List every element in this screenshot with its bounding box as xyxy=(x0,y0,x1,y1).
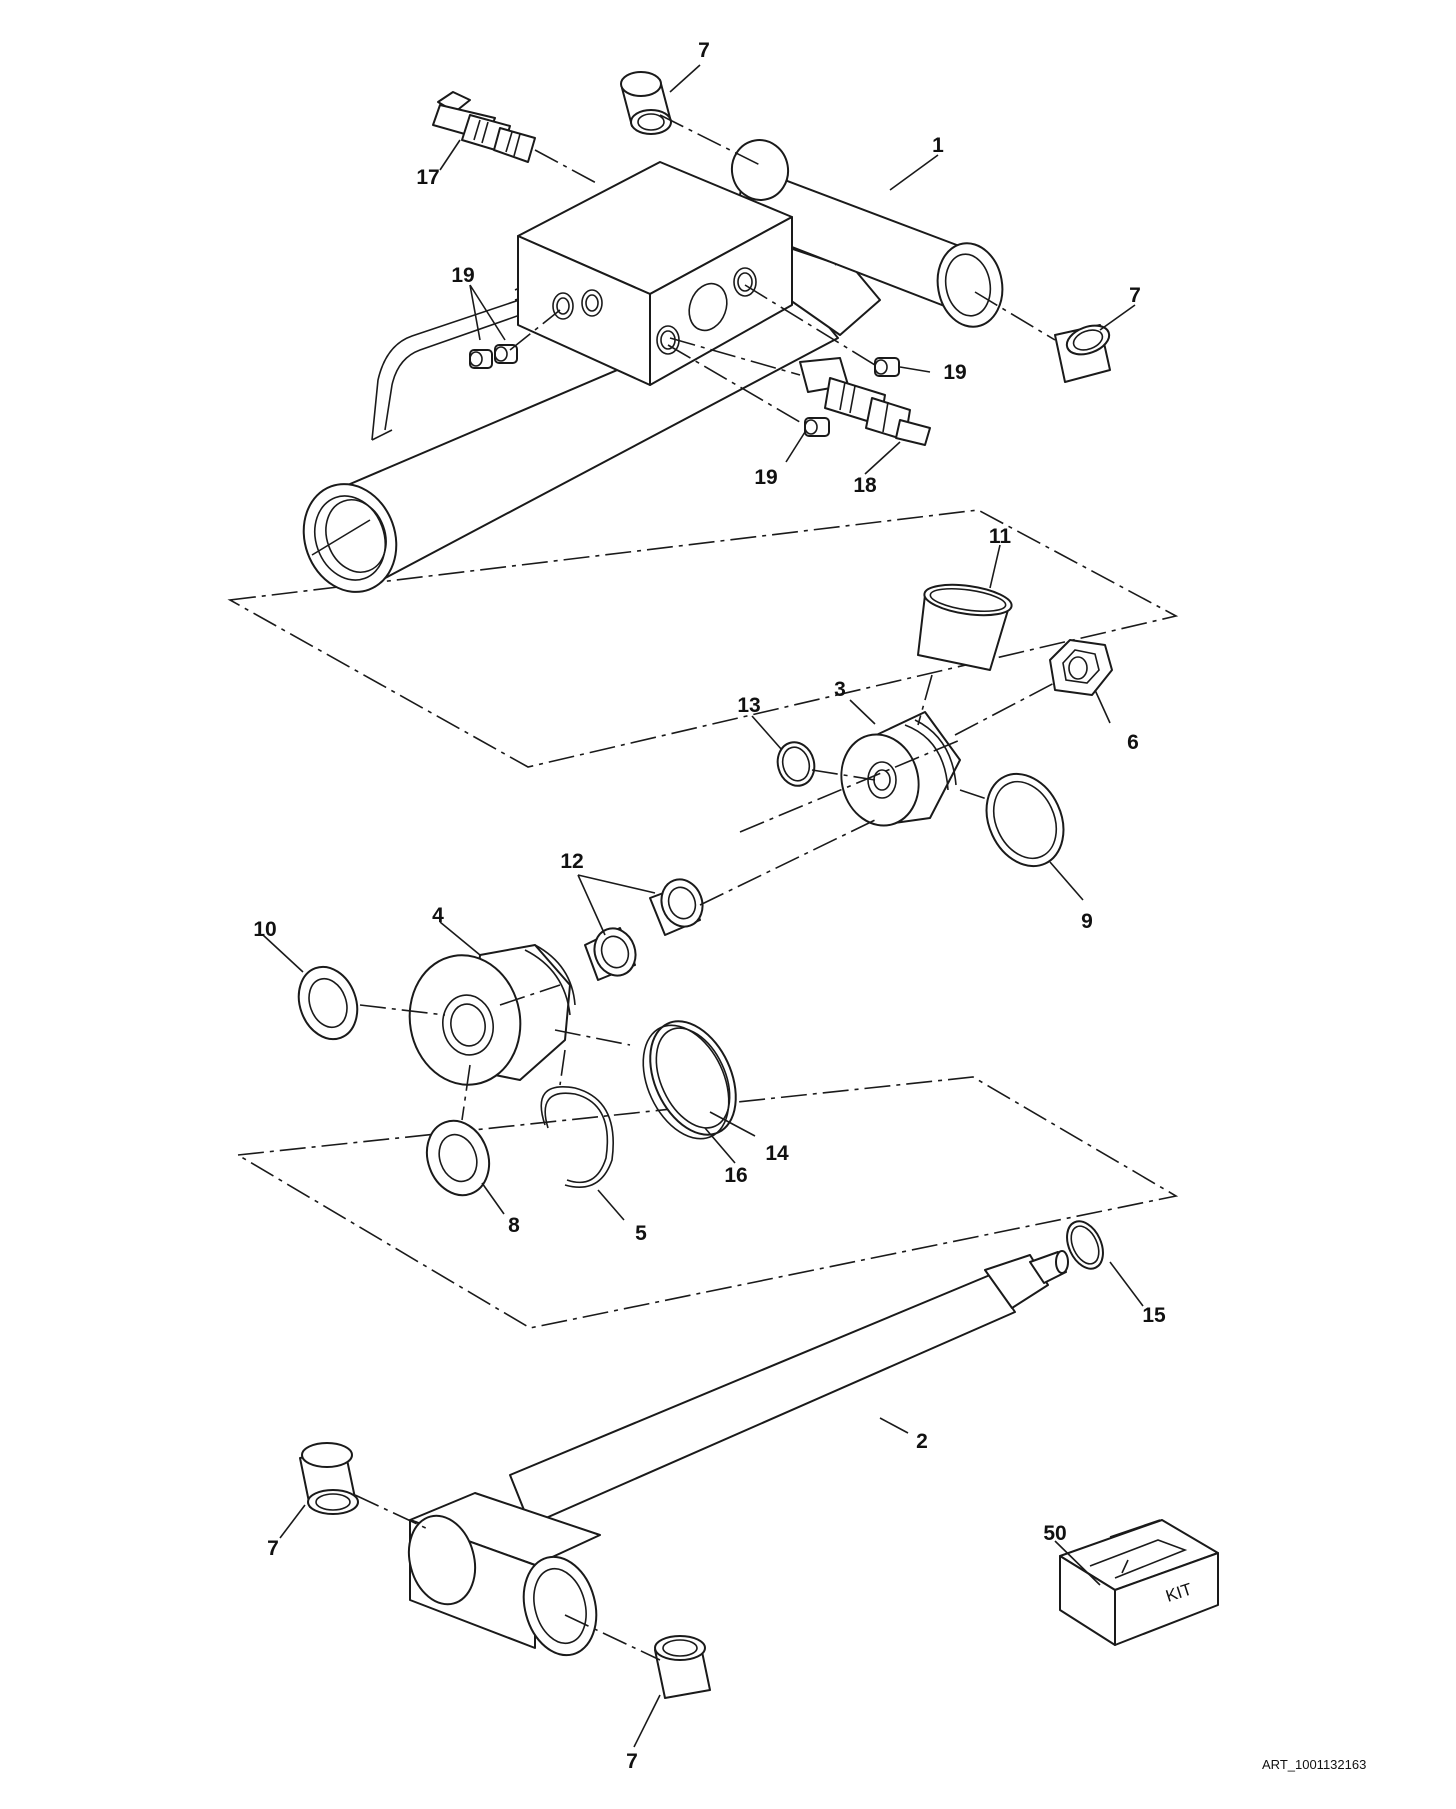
cylinder-barrel-assembly xyxy=(302,139,1004,593)
callout-7-top: 7 xyxy=(698,39,710,62)
axis-line-17 xyxy=(534,149,601,186)
callout-19-right: 19 xyxy=(943,361,966,384)
bearings-12 xyxy=(584,878,704,981)
callout-8: 8 xyxy=(508,1214,520,1237)
callout-50: 50 xyxy=(1043,1522,1066,1545)
piston-3 xyxy=(840,711,961,827)
callout-18: 18 xyxy=(853,474,877,497)
seal-9 xyxy=(985,772,1065,868)
callout-17: 17 xyxy=(416,166,439,189)
o-ring-13 xyxy=(776,741,816,787)
bushing-7-upper-left xyxy=(620,71,672,135)
callout-15: 15 xyxy=(1142,1304,1166,1327)
axis-line-nut xyxy=(954,679,1061,736)
axis-line-18 xyxy=(669,337,801,376)
rings-14-16 xyxy=(642,1020,737,1140)
bushing-7-upper-right xyxy=(1054,324,1111,383)
leader-lines xyxy=(262,64,1144,1748)
o-ring-15 xyxy=(1066,1220,1104,1270)
nut-6 xyxy=(1049,639,1113,696)
wiper-10 xyxy=(297,965,359,1041)
callout-19-bottom: 19 xyxy=(754,466,777,489)
callout-16: 16 xyxy=(724,1164,747,1187)
art-code: ART_1001132163 xyxy=(1262,1757,1366,1772)
bushing-7-lower-left xyxy=(299,1442,359,1515)
callout-7-right: 7 xyxy=(1129,284,1141,307)
relief-valve-17 xyxy=(432,91,536,163)
seal-8 xyxy=(425,1119,491,1197)
relief-valve-18 xyxy=(799,357,931,446)
upper-dashed-outline xyxy=(227,509,1179,768)
callout-3: 3 xyxy=(834,678,846,701)
callout-7-bottom: 7 xyxy=(626,1750,638,1773)
callout-19-left: 19 xyxy=(451,264,474,287)
axis-line-7-b xyxy=(974,291,1056,341)
callout-5: 5 xyxy=(635,1222,647,1245)
lower-dashed-outline xyxy=(235,1076,1179,1329)
wear-ring-11 xyxy=(917,583,1013,671)
callout-11: 11 xyxy=(989,525,1012,548)
axis-line-7-a xyxy=(659,114,761,166)
callout-12: 12 xyxy=(560,850,583,873)
axis-lines-19 xyxy=(509,284,876,426)
kit-box-50 xyxy=(1059,1519,1219,1646)
callout-10: 10 xyxy=(253,918,276,941)
callout-2: 2 xyxy=(916,1430,928,1453)
callout-6: 6 xyxy=(1127,731,1139,754)
piston-rod-2 xyxy=(407,1250,1069,1657)
rod-guide-4 xyxy=(408,944,576,1086)
callout-1: 1 xyxy=(932,134,944,157)
callout-13: 13 xyxy=(737,694,760,717)
callout-14: 14 xyxy=(765,1142,789,1165)
callout-7-bottom-left: 7 xyxy=(267,1537,279,1560)
callout-9: 9 xyxy=(1081,910,1093,933)
callout-4: 4 xyxy=(432,904,444,927)
axis-line-piston xyxy=(739,739,961,833)
bushing-7-lower-right xyxy=(654,1635,711,1699)
snap-ring-5 xyxy=(540,1086,614,1189)
